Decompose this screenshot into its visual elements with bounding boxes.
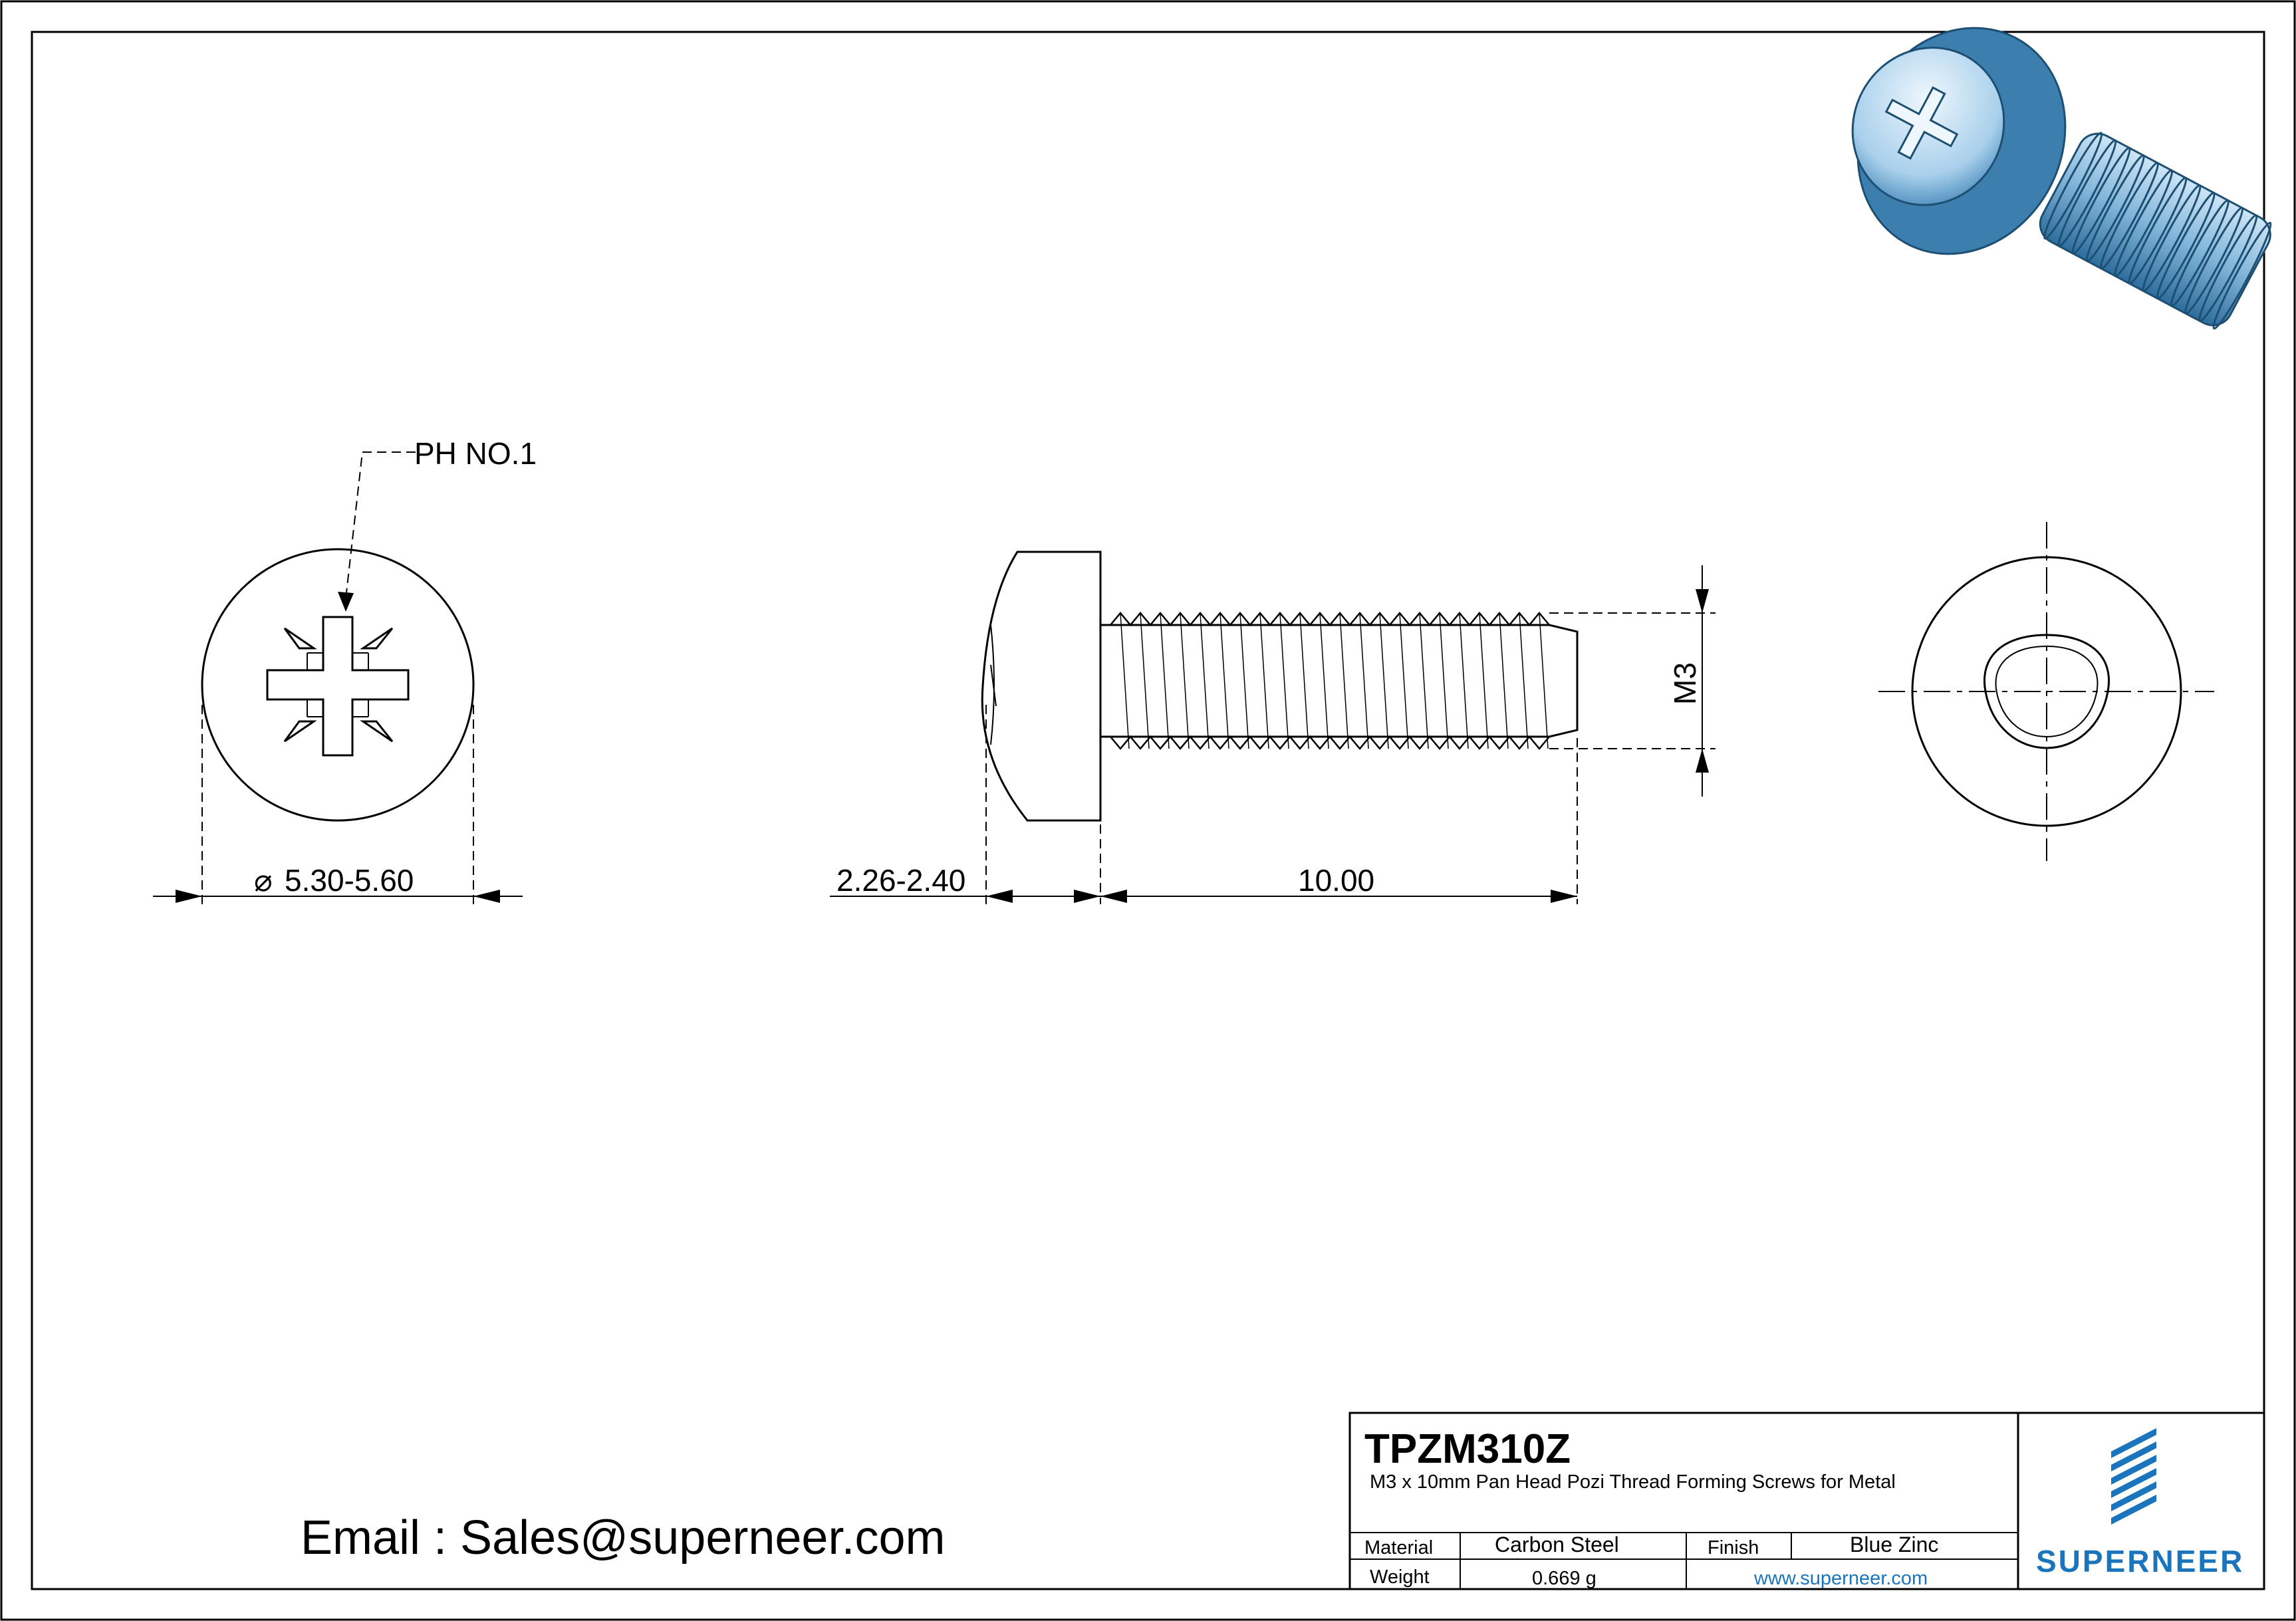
thread-helix-line [1239, 612, 1249, 749]
side-view: M3 2.26-2.40 10.00 [830, 551, 1716, 904]
drive-callout: PH NO.1 [414, 436, 537, 471]
thread-helix-line [1379, 612, 1389, 749]
trilobe-outer [1983, 634, 2110, 749]
top-view: PH NO.1 ⌀ 5.30-5.60 [153, 436, 537, 904]
render-thread-ring [2128, 176, 2188, 285]
head-slot-profile [990, 624, 997, 745]
thread-arrow-bottom [1696, 749, 1709, 773]
pan-head-outline [981, 551, 1102, 822]
title-block: TPZM310Z M3 x 10mm Pan Head Pozi Thread … [1348, 1412, 2265, 1590]
render-thread-ring [2212, 221, 2272, 330]
thread-helix-line [1279, 612, 1289, 749]
thread-helix-line [1140, 612, 1150, 749]
weight-label: Weight [1370, 1566, 1430, 1588]
thread-helix-line [1319, 612, 1329, 749]
thread-helix-line [1499, 612, 1509, 749]
part-description: M3 x 10mm Pan Head Pozi Thread Forming S… [1370, 1471, 1896, 1493]
render-thread-ring [2170, 199, 2230, 307]
render-thread-ring [2085, 154, 2145, 263]
render-thread-ring [2142, 184, 2202, 293]
render-thread-ring [2114, 169, 2174, 277]
thread-helix-line [1160, 612, 1170, 749]
thread-profile-top [1110, 612, 1550, 626]
brand-name: SUPERNEER [2036, 1544, 2244, 1578]
thread-profile-bottom [1110, 735, 1550, 750]
screw-3d-render [1851, 27, 2272, 330]
render-thread-ring [2099, 162, 2159, 270]
end-head-circle [1911, 556, 2182, 827]
recess-inner-step [307, 652, 369, 717]
contact-email[interactable]: Email : Sales@superneer.com [301, 1511, 946, 1564]
thread-helix-line [1339, 612, 1349, 749]
thread-helix-line [1219, 612, 1229, 749]
head-arrow-right [1074, 890, 1100, 903]
render-shank [2039, 132, 2271, 326]
thread-helix-line [1399, 612, 1409, 749]
thread-arrow-top [1696, 589, 1709, 613]
thread-helix-line [1459, 612, 1469, 749]
render-thread-ring [2057, 139, 2117, 247]
thread-helix-line [1419, 612, 1429, 749]
thread-helix-line [1519, 612, 1529, 749]
inner-border [31, 31, 2265, 1590]
thread-helix-line [1439, 612, 1449, 749]
superneer-logo-icon [2111, 1428, 2156, 1525]
end-view [1878, 522, 2214, 861]
thread-helix-line [1479, 612, 1489, 749]
material-value: Carbon Steel [1495, 1533, 1619, 1557]
render-recess-icon [1884, 86, 1959, 160]
thread-helix-line [1120, 612, 1130, 749]
thread-helix-line [1359, 612, 1369, 749]
render-thread-ring [2043, 132, 2103, 240]
pozi-recess-icon [266, 616, 410, 757]
head-diameter-dimension: 5.30-5.60 [285, 863, 414, 898]
head-height-dimension: 2.26-2.40 [836, 863, 965, 898]
render-thread-ring [2071, 146, 2131, 255]
thread-helix-line [1539, 612, 1549, 749]
thread-helix-line [1299, 612, 1309, 749]
thread-helix-line [1180, 612, 1190, 749]
trilobe-inner [1995, 645, 2099, 738]
finish-value: Blue Zinc [1850, 1533, 1938, 1557]
shank-outline [1100, 624, 1579, 738]
part-number: TPZM310Z [1364, 1426, 1571, 1472]
length-dimension: 10.00 [1298, 863, 1374, 898]
length-arrow-left [1100, 890, 1127, 903]
leader-arrow [338, 592, 354, 612]
dim-arrow-left [176, 890, 202, 903]
render-thread-rings [2043, 132, 2272, 330]
finish-label: Finish [1708, 1537, 1759, 1559]
head-outline-circle [201, 548, 475, 822]
render-thread-ring [2156, 191, 2216, 300]
pozi-tick-marks [283, 627, 394, 743]
thread-crests [1110, 612, 1550, 750]
thread-helix-line [1200, 612, 1210, 749]
head-arrow-left [986, 890, 1013, 903]
website-link[interactable]: www.superneer.com [1753, 1568, 1928, 1589]
render-thread-ring [2198, 214, 2258, 322]
dim-arrow-right [473, 890, 500, 903]
render-thread-ring [2184, 206, 2244, 315]
material-label: Material [1364, 1537, 1433, 1559]
weight-value: 0.669 g [1532, 1568, 1596, 1589]
length-arrow-right [1551, 890, 1577, 903]
thread-helix-line [1259, 612, 1269, 749]
thread-size-dimension: M3 [1668, 662, 1702, 705]
callout-leader [345, 451, 416, 599]
diameter-symbol: ⌀ [254, 863, 273, 898]
